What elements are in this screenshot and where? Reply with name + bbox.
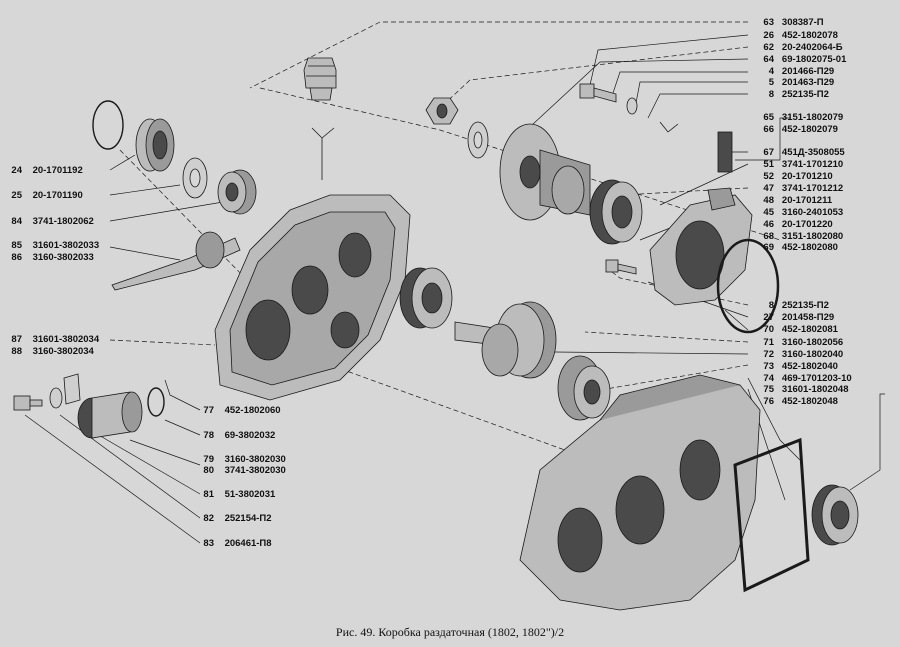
callout-label: 62 20-2402064-Б: [763, 42, 843, 53]
callout-label: 46 20-1701220: [763, 219, 833, 230]
arrow-mark: [659, 121, 679, 133]
callout-label: 66 452-1802079: [763, 124, 838, 135]
flange: [499, 123, 591, 221]
callout-label: 8 252135-П2: [768, 300, 829, 311]
bolt-small: [13, 395, 43, 411]
callout-label: 65 3151-1802079: [763, 112, 844, 123]
callout-label: 64 69-1802075-01: [763, 54, 847, 65]
arrow-mark: [311, 127, 335, 180]
callout-label: 27 201458-П29: [763, 312, 835, 323]
callout-label: 26 452-1802078: [763, 30, 838, 41]
bolt-flange: [579, 83, 617, 103]
callout-label: 75 31601-1802048: [763, 384, 849, 395]
callout-label: 82 252154-П2: [203, 513, 272, 524]
breather-plug: [303, 57, 337, 101]
callout-label: 47 3741-1701212: [763, 183, 844, 194]
sleeve: [77, 391, 143, 439]
snap-ring: [92, 100, 124, 150]
callout-label: 67 451Д-3508055: [763, 147, 845, 158]
callout-label: 79 3160-3802030: [203, 454, 286, 465]
washer-flange-hole: [473, 131, 483, 149]
callout-label: 48 20-1701211: [763, 195, 833, 206]
callout-label: 45 3160-2401053: [763, 207, 844, 218]
callout-label: 74 469-1701203-10: [763, 373, 852, 384]
gasket-cover: [716, 238, 780, 334]
washer-tiny: [626, 97, 638, 115]
shaft-left: [111, 231, 241, 291]
front-cover: [214, 194, 411, 401]
callout-label: 4 201466-П29: [768, 66, 835, 77]
callout-label: 63 308387-П: [763, 17, 824, 28]
callout-label: 68 3151-1802080: [763, 231, 844, 242]
figure-caption: Рис. 49. Коробка раздаточная (1802, 1802…: [335, 625, 565, 639]
callout-label: 69 452-1802080: [763, 242, 838, 253]
callout-label: 86 3160-3802033: [11, 252, 94, 263]
callout-label: 8 252135-П2: [768, 89, 829, 100]
washer-small: [49, 387, 63, 409]
callout-label: 83 206461-П8: [203, 538, 272, 549]
o-ring: [147, 387, 165, 417]
callout-label: 87 31601-3802034: [11, 334, 100, 345]
nut: [425, 97, 459, 125]
callout-label: 88 3160-3802034: [11, 346, 94, 357]
callout-label: 78 69-3802032: [203, 430, 276, 441]
bearing-right: [811, 484, 859, 546]
callout-label: 73 452-1802040: [763, 361, 838, 372]
bearing-left: [135, 118, 175, 172]
main-housing: [519, 374, 761, 611]
shaft-gears: [454, 301, 611, 421]
bolt-cover: [605, 259, 637, 275]
callout-label: 81 51-3802031: [203, 489, 276, 500]
seal-ring: [589, 179, 643, 245]
callout-label: 25 20-1701190: [11, 190, 83, 201]
callout-label: 52 20-1701210: [763, 171, 833, 182]
callout-label: 76 452-1802048: [763, 396, 838, 407]
gear-small-left: [217, 169, 257, 215]
pin: [717, 131, 733, 173]
callout-label: 71 3160-1802056: [763, 337, 844, 348]
bearing-center: [399, 267, 453, 329]
lock-plate: [63, 373, 81, 405]
callout-label: 70 452-1802081: [763, 324, 838, 335]
callout-label: 5 201463-П29: [768, 77, 835, 88]
callout-label: 51 3741-1701210: [763, 159, 844, 170]
callout-label: 84 3741-1802062: [11, 216, 94, 227]
rear-cover: [649, 187, 753, 306]
callout-label: 80 3741-3802030: [203, 465, 286, 476]
washer-left-hole: [189, 168, 201, 188]
callout-label: 24 20-1701192: [11, 165, 83, 176]
housing-gasket: [733, 437, 810, 593]
callout-label: 72 3160-1802040: [763, 349, 844, 360]
callout-label: 77 452-1802060: [203, 405, 281, 416]
callout-label: 85 31601-3802033: [11, 240, 100, 251]
